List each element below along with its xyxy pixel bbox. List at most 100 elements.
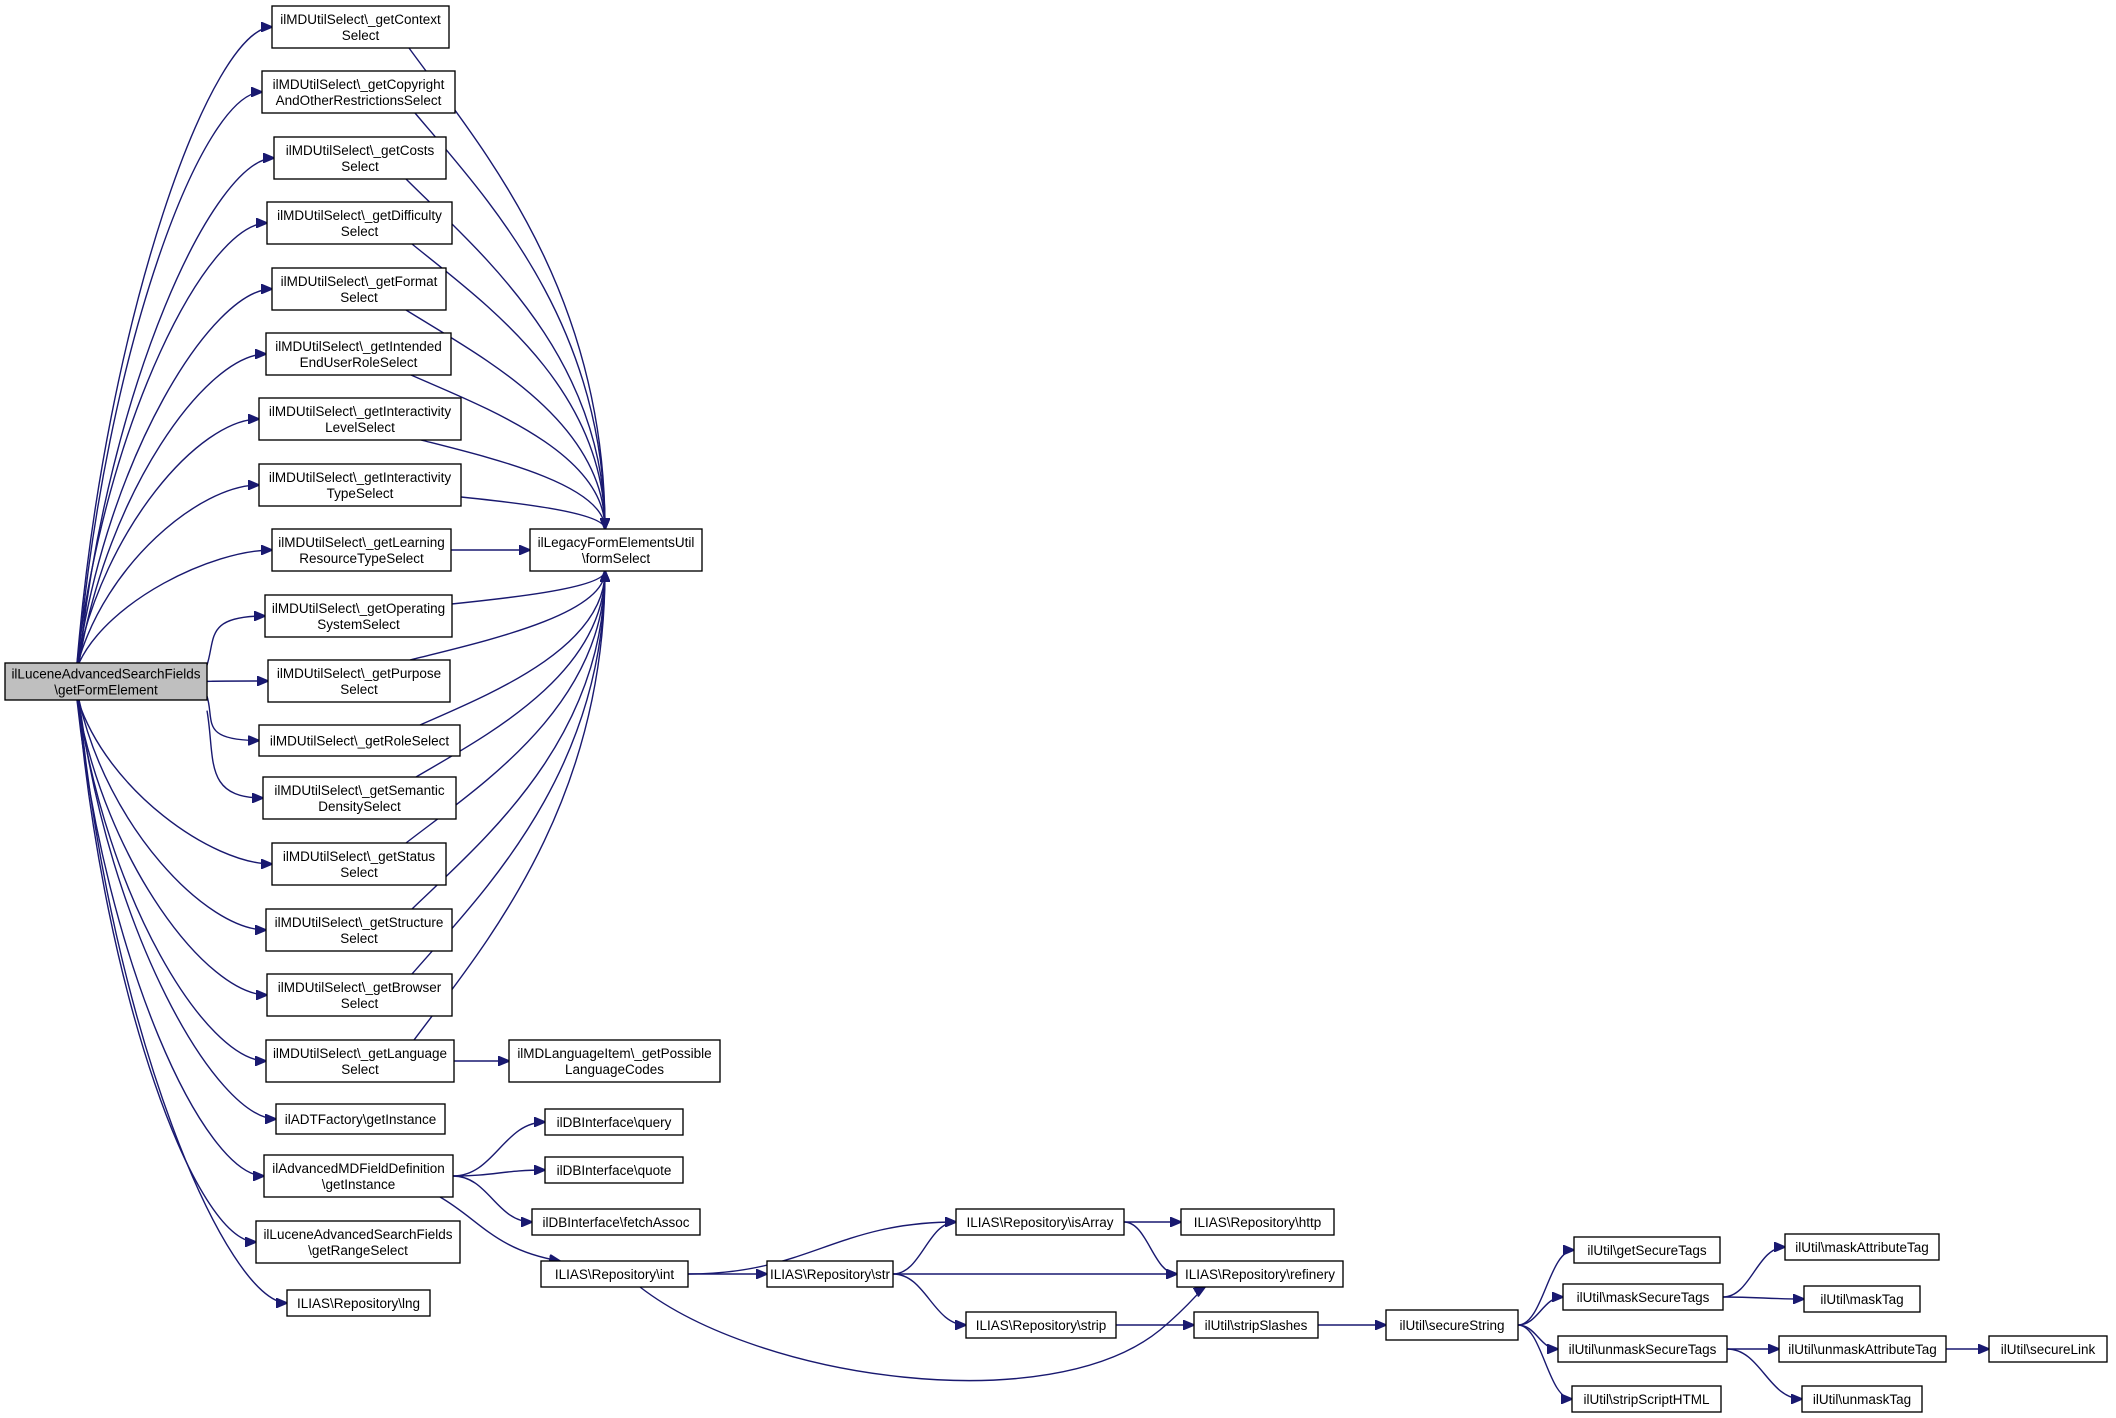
node-il-util-secure-string[interactable]: ilUtil\secureString [1385,1309,1519,1341]
edge-root-to-lng [78,699,287,1303]
node-box [1573,1236,1721,1264]
node-box [529,528,703,572]
node-label-line: ilLuceneAdvancedSearchFields [263,1227,452,1242]
edge-int-to-refinery [639,1287,1205,1382]
node-label-line: ILIAS\Repository\http [1194,1215,1322,1230]
node-il-mdutil-select-get-interactivity-type-select[interactable]: ilMDUtilSelect\_getInteractivityTypeSele… [258,463,462,507]
node-il-util-unmask-tag[interactable]: ilUtil\unmaskTag [1801,1385,1923,1413]
node-box [262,776,457,820]
edge-root-to-os [206,616,265,666]
edge-root-to-costs [78,158,274,664]
node-il-util-unmask-secure-tags[interactable]: ilUtil\unmaskSecureTags [1557,1335,1728,1363]
node-il-lucene-advanced-search-fields-get-range-select[interactable]: ilLuceneAdvancedSearchFields\getRangeSel… [255,1220,461,1264]
node-label-line: ilMDUtilSelect\_getStatus [283,849,436,864]
node-il-util-strip-slashes[interactable]: ilUtil\stripSlashes [1193,1311,1319,1339]
node-il-mdutil-select-get-learning-resource-type-select[interactable]: ilMDUtilSelect\_getLearningResourceTypeS… [271,528,452,572]
node-il-util-mask-attribute-tag[interactable]: ilUtil\maskAttributeTag [1784,1233,1940,1261]
node-label-line: Select [340,865,378,880]
node-label-line: \getInstance [322,1177,396,1192]
node-ilias-repository-strip[interactable]: ILIAS\Repository\strip [965,1311,1117,1339]
node-label-line: ilUtil\maskTag [1820,1292,1903,1307]
node-label-line: Select [340,290,378,305]
node-il-dbinterface-query[interactable]: ilDBInterface\query [544,1108,684,1136]
node-il-dbinterface-quote[interactable]: ilDBInterface\quote [544,1156,684,1184]
node-il-mdlanguage-item-get-possible-language-codes[interactable]: ilMDLanguageItem\_getPossibleLanguageCod… [508,1039,721,1083]
node-il-util-mask-secure-tags[interactable]: ilUtil\maskSecureTags [1562,1283,1724,1311]
node-box [271,528,452,572]
edge-root-to-itype [77,485,259,664]
node-label-line: ilMDUtilSelect\_getRoleSelect [270,734,450,749]
node-label-line: ilMDLanguageItem\_getPossible [517,1046,711,1061]
node-ilias-repository-lng[interactable]: ILIAS\Repository\lng [286,1289,431,1317]
node-box [275,1103,446,1135]
edge-masksec-to-masktag [1722,1297,1804,1299]
node-il-util-strip-script-html[interactable]: ilUtil\stripScriptHTML [1571,1385,1722,1413]
node-il-mdutil-select-get-intended-end-user-role-select[interactable]: ilMDUtilSelect\_getIntendedEndUserRoleSe… [265,332,452,376]
node-label-line: ResourceTypeSelect [299,551,424,566]
node-label-line: ilMDUtilSelect\_getInteractivity [269,470,452,485]
node-label-line: ilLegacyFormElementsUtil [538,535,695,550]
node-il-legacy-form-elements-util-form-select[interactable]: ilLegacyFormElementsUtil\formSelect [529,528,703,572]
edge-root-to-range [77,699,256,1242]
node-label-line: ilUtil\maskAttributeTag [1795,1240,1929,1255]
node-il-util-get-secure-tags[interactable]: ilUtil\getSecureTags [1573,1236,1721,1264]
node-ilias-repository-refinery[interactable]: ILIAS\Repository\refinery [1176,1260,1344,1288]
node-ilias-repository-str[interactable]: ILIAS\Repository\str [766,1260,894,1288]
node-box [258,397,462,441]
node-ilias-repository-is-array[interactable]: ILIAS\Repository\isArray [955,1208,1125,1236]
node-label-line: ilMDUtilSelect\_getCopyright [273,77,445,92]
edge-root-to-learn [78,550,272,664]
node-box [1562,1283,1724,1311]
node-il-mdutil-select-get-copyright-and-other-restrictions-select[interactable]: ilMDUtilSelect\_getCopyrightAndOtherRest… [261,70,456,114]
node-il-util-secure-link[interactable]: ilUtil\secureLink [1988,1335,2108,1363]
node-label-line: DensitySelect [318,799,401,814]
node-il-dbinterface-fetch-assoc[interactable]: ilDBInterface\fetchAssoc [531,1208,701,1236]
edge-fmt-to-form [405,309,605,529]
node-box [1180,1208,1335,1236]
node-il-mdutil-select-get-interactivity-level-select[interactable]: ilMDUtilSelect\_getInteractivityLevelSel… [258,397,462,441]
node-label-line: ILIAS\Repository\strip [976,1318,1107,1333]
edge-root-to-status [77,699,272,864]
node-label-line: ILIAS\Repository\str [770,1267,891,1282]
node-label-line: LevelSelect [325,420,395,435]
node-label-line: LanguageCodes [565,1062,664,1077]
node-box [258,463,462,507]
node-box [1571,1385,1722,1413]
node-box [544,1156,684,1184]
node-label-line: Select [340,682,378,697]
node-ilias-repository-int[interactable]: ILIAS\Repository\int [540,1260,689,1288]
edge-amd-to-query [452,1122,545,1177]
node-il-util-mask-tag[interactable]: ilUtil\maskTag [1803,1285,1921,1313]
node-il-adtfactory-get-instance[interactable]: ilADTFactory\getInstance [275,1103,446,1135]
edge-amd-to-fetch [452,1175,532,1222]
node-box [1988,1335,2108,1363]
node-il-util-unmask-attribute-tag[interactable]: ilUtil\unmaskAttributeTag [1778,1335,1947,1363]
edge-root-to-amd [76,699,264,1176]
node-label-line: ilMDUtilSelect\_getContext [280,12,441,27]
edge-root-to-copy [77,92,262,664]
node-il-lucene-advanced-search-fields-get-form-element[interactable]: ilLuceneAdvancedSearchFields\getFormElem… [4,662,208,701]
node-il-advanced-mdfield-definition-get-instance[interactable]: ilAdvancedMDFieldDefinition\getInstance [263,1154,454,1198]
node-box [766,1260,894,1288]
node-ilias-repository-http[interactable]: ILIAS\Repository\http [1180,1208,1335,1236]
edge-secstr-to-getsec [1517,1250,1574,1326]
node-box [265,1039,455,1083]
node-label-line: ilUtil\unmaskTag [1813,1392,1911,1407]
node-box [4,662,208,701]
node-il-mdutil-select-get-role-select[interactable]: ilMDUtilSelect\_getRoleSelect [258,724,461,757]
edge-os-to-form [431,571,605,607]
node-box [273,136,447,180]
node-label-line: ilMDUtilSelect\_getLanguage [273,1046,447,1061]
